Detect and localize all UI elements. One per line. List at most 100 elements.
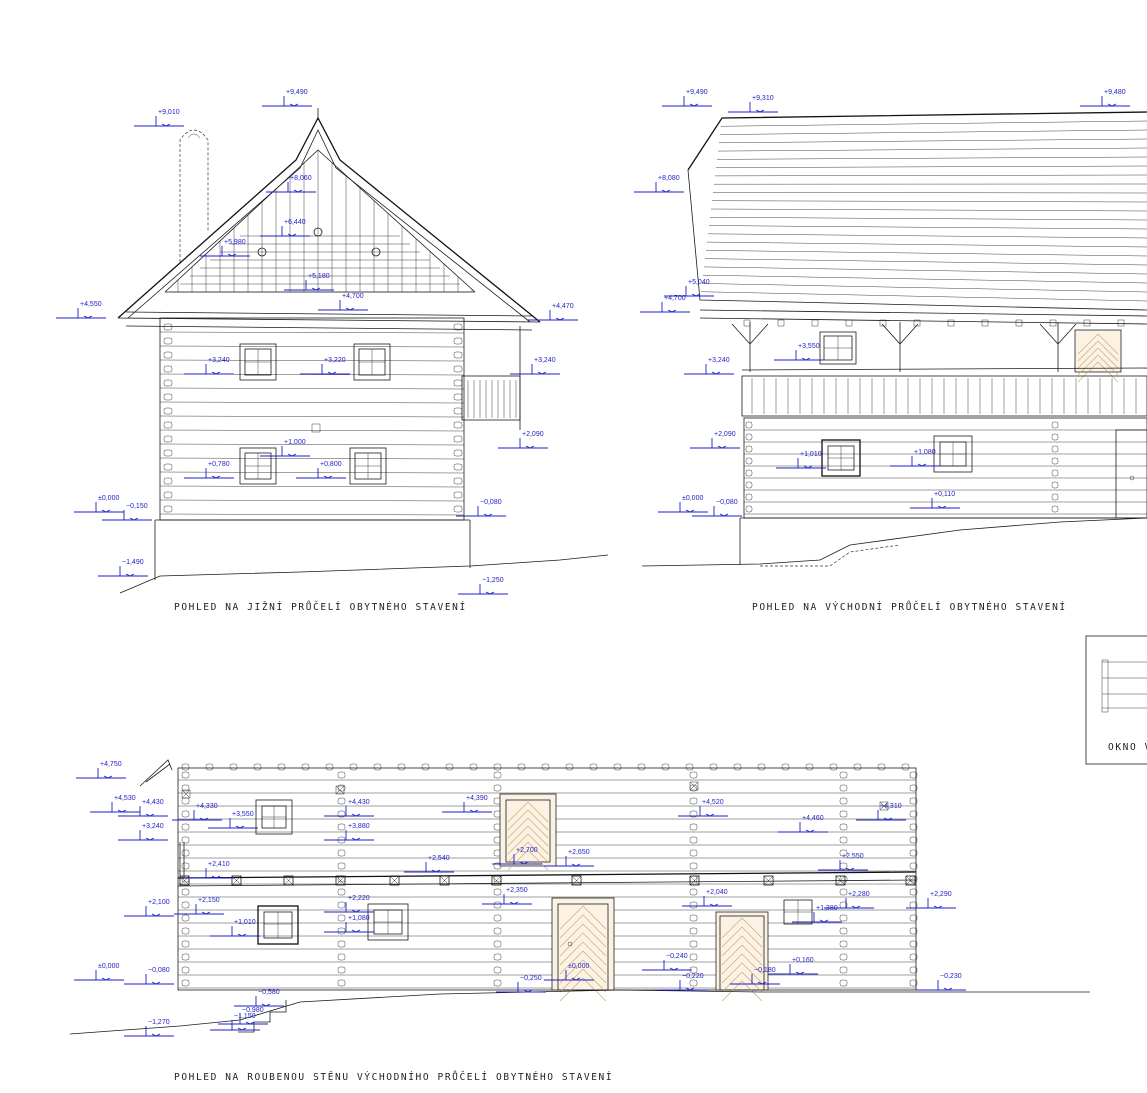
south-elevation (117, 108, 609, 594)
level-marker: −1,490 (98, 559, 148, 577)
elevation-level-markers: +9,490+9,010+8,060+6,440+5,980+5,180+4,7… (56, 89, 1130, 1037)
level-label: ±0,000 (682, 495, 703, 502)
level-marker: +4,390 (442, 795, 492, 813)
level-label: +9,480 (1104, 89, 1126, 96)
level-label: ±0,000 (98, 495, 119, 502)
level-marker: +4,550 (56, 301, 106, 319)
level-marker: −0,980 (218, 1007, 268, 1025)
level-label: +2,540 (428, 855, 450, 862)
level-label: +4,700 (664, 295, 686, 302)
level-marker: +3,220 (300, 357, 350, 375)
level-label: −0,150 (126, 503, 148, 510)
level-label: +2,550 (842, 853, 864, 860)
level-marker: +9,490 (662, 89, 712, 107)
level-label: +2,090 (714, 431, 736, 438)
level-marker: −1,150 (210, 1013, 260, 1031)
level-marker: +2,290 (906, 891, 956, 909)
level-marker: +4,330 (172, 803, 222, 821)
level-marker: +3,240 (118, 823, 168, 841)
level-label: −1,270 (148, 1019, 170, 1026)
level-marker: +2,150 (174, 897, 224, 915)
level-label: +5,040 (688, 279, 710, 286)
level-label: −0,080 (480, 499, 502, 506)
east-elevation (641, 111, 1147, 567)
level-label: −0,220 (682, 973, 704, 980)
level-marker: +3,240 (684, 357, 734, 375)
level-label: +2,100 (148, 899, 170, 906)
level-marker: +2,220 (324, 895, 374, 913)
level-label: +2,410 (208, 861, 230, 868)
level-label: +9,310 (752, 95, 774, 102)
level-marker: −0,240 (642, 953, 692, 971)
level-marker: −0,150 (102, 503, 152, 521)
level-label: −0,580 (258, 989, 280, 996)
level-label: +3,240 (142, 823, 164, 830)
level-label: +1,000 (284, 439, 306, 446)
level-label: +4,520 (702, 799, 724, 806)
level-label: +1,080 (348, 915, 370, 922)
level-label: +4,550 (80, 301, 102, 308)
level-label: +1,080 (914, 449, 936, 456)
level-marker: +4,430 (118, 799, 168, 817)
level-label: +1,010 (234, 919, 256, 926)
level-marker: +2,090 (690, 431, 740, 449)
level-marker: +2,280 (824, 891, 874, 909)
level-marker: −1,250 (458, 577, 508, 595)
level-marker: +2,550 (818, 853, 868, 871)
level-label: +3,220 (324, 357, 346, 364)
level-label: +1,380 (816, 905, 838, 912)
level-label: −0,240 (666, 953, 688, 960)
caption-south-elevation: POHLED NA JIŽNÍ PRŮČELÍ OBYTNÉHO STAVENÍ (174, 601, 467, 613)
level-marker: −0,080 (456, 499, 506, 517)
level-marker: ±0,000 (658, 495, 708, 513)
level-marker: +2,090 (498, 431, 548, 449)
level-label: +1,010 (800, 451, 822, 458)
level-label: +4,530 (114, 795, 136, 802)
level-label: +2,220 (348, 895, 370, 902)
level-marker: +8,080 (634, 175, 684, 193)
level-label: +3,240 (534, 357, 556, 364)
level-marker: +9,490 (262, 89, 312, 107)
level-marker: +2,100 (124, 899, 174, 917)
level-marker: +1,000 (260, 439, 310, 457)
level-label: +2,280 (848, 891, 870, 898)
level-label: +4,470 (552, 303, 574, 310)
level-label: ±0,000 (98, 963, 119, 970)
legend-label: OKNO V (1108, 742, 1147, 753)
level-label: +4,430 (142, 799, 164, 806)
level-label: +4,430 (348, 799, 370, 806)
level-marker: −0,580 (234, 989, 284, 1007)
level-marker: −0,080 (124, 967, 174, 985)
level-marker: +3,550 (774, 343, 824, 361)
level-marker: ±0,000 (74, 963, 124, 981)
caption-east-elevation: POHLED NA VÝCHODNÍ PRŮČELÍ OBYTNÉHO STAV… (752, 601, 1067, 613)
level-label: +3,240 (208, 357, 230, 364)
level-marker: +1,080 (324, 915, 374, 933)
level-label: +4,390 (466, 795, 488, 802)
level-label: +2,040 (706, 889, 728, 896)
level-label: +3,550 (798, 343, 820, 350)
level-marker: +0,780 (184, 461, 234, 479)
level-label: +2,700 (516, 847, 538, 854)
level-label: +5,980 (224, 239, 246, 246)
level-label: +2,650 (568, 849, 590, 856)
level-label: +8,060 (290, 175, 312, 182)
level-label: +4,460 (802, 815, 824, 822)
level-marker: +9,310 (728, 95, 778, 113)
level-label: +3,550 (232, 811, 254, 818)
level-label: +2,290 (930, 891, 952, 898)
level-label: +3,240 (708, 357, 730, 364)
level-label: +4,750 (100, 761, 122, 768)
level-marker: +8,060 (266, 175, 316, 193)
level-marker: +4,700 (640, 295, 690, 313)
level-marker: +5,040 (664, 279, 714, 297)
level-marker: +9,480 (1080, 89, 1130, 107)
level-marker: +4,470 (528, 303, 578, 321)
level-label: −1,490 (122, 559, 144, 566)
level-marker: +2,540 (404, 855, 454, 873)
level-marker: +5,180 (284, 273, 334, 291)
level-marker: +5,980 (200, 239, 250, 257)
level-marker: +2,700 (492, 847, 542, 865)
level-marker: +1,080 (890, 449, 940, 467)
